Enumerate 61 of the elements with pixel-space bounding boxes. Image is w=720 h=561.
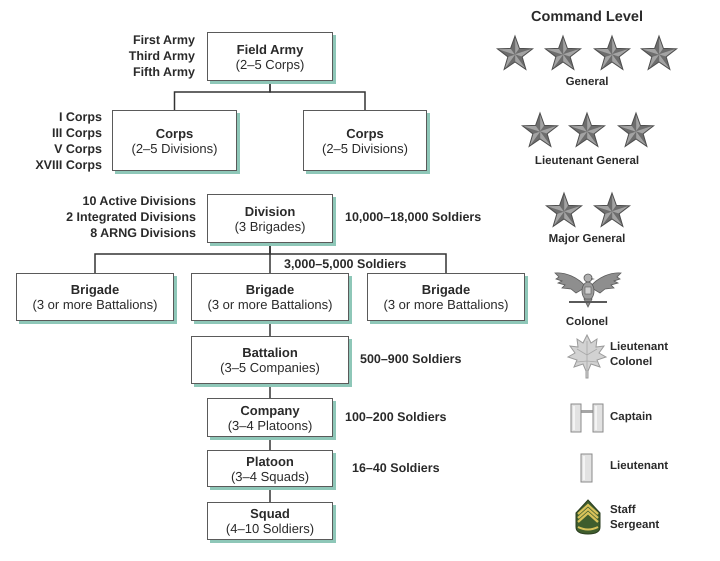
unit-box <box>112 110 237 171</box>
unit-box <box>16 273 174 321</box>
unit-name-label: I Corps <box>58 109 102 125</box>
unit-name-label: 8 ARNG Divisions <box>90 225 196 241</box>
unit-composition: (3–4 Squads) <box>230 468 310 484</box>
unit-title: Corps <box>346 126 384 140</box>
soldier-count-label: 100–200 Soldiers <box>345 409 446 425</box>
unit-name-label: V Corps <box>54 141 102 157</box>
unit-title: Corps <box>156 126 194 140</box>
unit-box <box>207 194 333 243</box>
column-heading: Command Level <box>531 9 643 25</box>
unit-composition: (2–5 Divisions) <box>322 140 408 156</box>
soldier-count-label: 500–900 Soldiers <box>360 351 462 367</box>
unit-composition: (3 or more Battalions) <box>32 297 158 312</box>
soldier-count-label: 3,000–5,000 Soldiers <box>284 257 406 271</box>
unit-name-label: Third Army <box>128 48 195 64</box>
soldier-count-label: 16–40 Soldiers <box>352 460 440 476</box>
rank-label: Captain <box>610 411 652 423</box>
unit-name-label: III Corps <box>52 125 102 141</box>
unit-box <box>191 336 349 384</box>
rank-label: Staff Sergeant <box>610 503 660 533</box>
unit-box <box>207 502 333 540</box>
unit-box <box>207 450 333 487</box>
unit-box <box>207 398 333 437</box>
unit-composition: (3 Brigades) <box>234 218 306 234</box>
unit-box <box>191 273 349 321</box>
unit-name-label: 2 Integrated Divisions <box>66 209 196 225</box>
unit-composition: (2–5 Divisions) <box>132 140 218 156</box>
rank-label: Lieutenant <box>610 460 668 472</box>
unit-composition: (3–4 Platoons) <box>228 418 312 432</box>
unit-name-label: Fifth Army <box>132 64 195 80</box>
rank-label: Lieutenant Colonel <box>610 340 668 370</box>
connector-line <box>269 487 271 502</box>
rank-label: General <box>566 76 608 88</box>
unit-name-label: XVIII Corps <box>35 157 102 173</box>
unit-box <box>207 32 333 81</box>
rank-label: Major General <box>548 233 626 245</box>
unit-title: Squad <box>250 506 290 521</box>
unit-title: Field Army <box>236 42 304 56</box>
unit-composition: (3 or more Battalions) <box>208 297 332 312</box>
unit-title: Company <box>240 402 300 418</box>
unit-box <box>367 273 525 321</box>
unit-title: Brigade <box>422 282 470 297</box>
unit-composition: (3 or more Battalions) <box>384 297 508 312</box>
connector-line <box>269 243 447 273</box>
rank-label: Colonel <box>566 316 608 328</box>
unit-title: Platoon <box>246 454 294 468</box>
unit-title: Brigade <box>70 282 120 297</box>
unit-title: Brigade <box>246 282 294 297</box>
unit-name-label: First Army <box>132 32 195 48</box>
soldier-count-label: 10,000–18,000 Soldiers <box>345 209 482 225</box>
connector-line <box>269 321 271 336</box>
unit-box <box>303 110 427 171</box>
unit-composition: (4–10 Soldiers) <box>226 521 314 536</box>
connector-line <box>269 81 366 110</box>
unit-name-label: 10 Active Divisions <box>82 193 196 209</box>
unit-title: Battalion <box>242 345 298 360</box>
unit-composition: (3–5 Companies) <box>220 360 320 375</box>
rank-label: Lieutenant General <box>534 155 640 167</box>
unit-composition: (2–5 Corps) <box>236 56 304 72</box>
unit-title: Division <box>244 204 296 218</box>
